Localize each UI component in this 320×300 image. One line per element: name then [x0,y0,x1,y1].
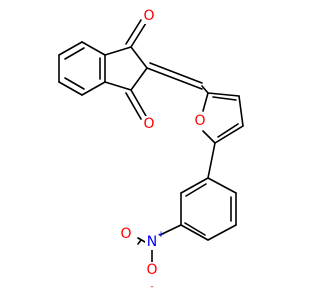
svg-text:O: O [143,8,154,24]
benzo-ring [58,41,106,96]
nitro-group-bonds [137,224,182,263]
atom-n-nitro: N + [145,230,165,250]
svg-text:O: O [146,262,157,278]
svg-text:N: N [147,234,157,250]
svg-text:-: - [150,282,153,292]
atom-o-top: O [142,8,156,24]
carbonyl-bottom [125,89,147,120]
atom-o-nitro-b: O - [145,262,159,292]
svg-text:O: O [120,226,131,242]
molecule-canvas: O O O N + O O - [58,8,244,292]
atom-o-nitro-a: O [119,226,133,242]
svg-text:O: O [143,116,154,132]
atom-o-furan: O [194,113,208,129]
exocyclic-double-bond [146,62,203,90]
atom-o-middle: O [142,116,156,132]
molecule-structure: O O O N + O O - [58,8,244,292]
svg-text:+: + [157,230,165,240]
furan-ring [201,85,244,144]
svg-text:O: O [194,113,205,129]
carbonyl-top [125,19,147,48]
cyclopentane-ring [104,46,148,91]
biaryl-bond [207,142,216,179]
phenyl-ring [180,177,237,241]
